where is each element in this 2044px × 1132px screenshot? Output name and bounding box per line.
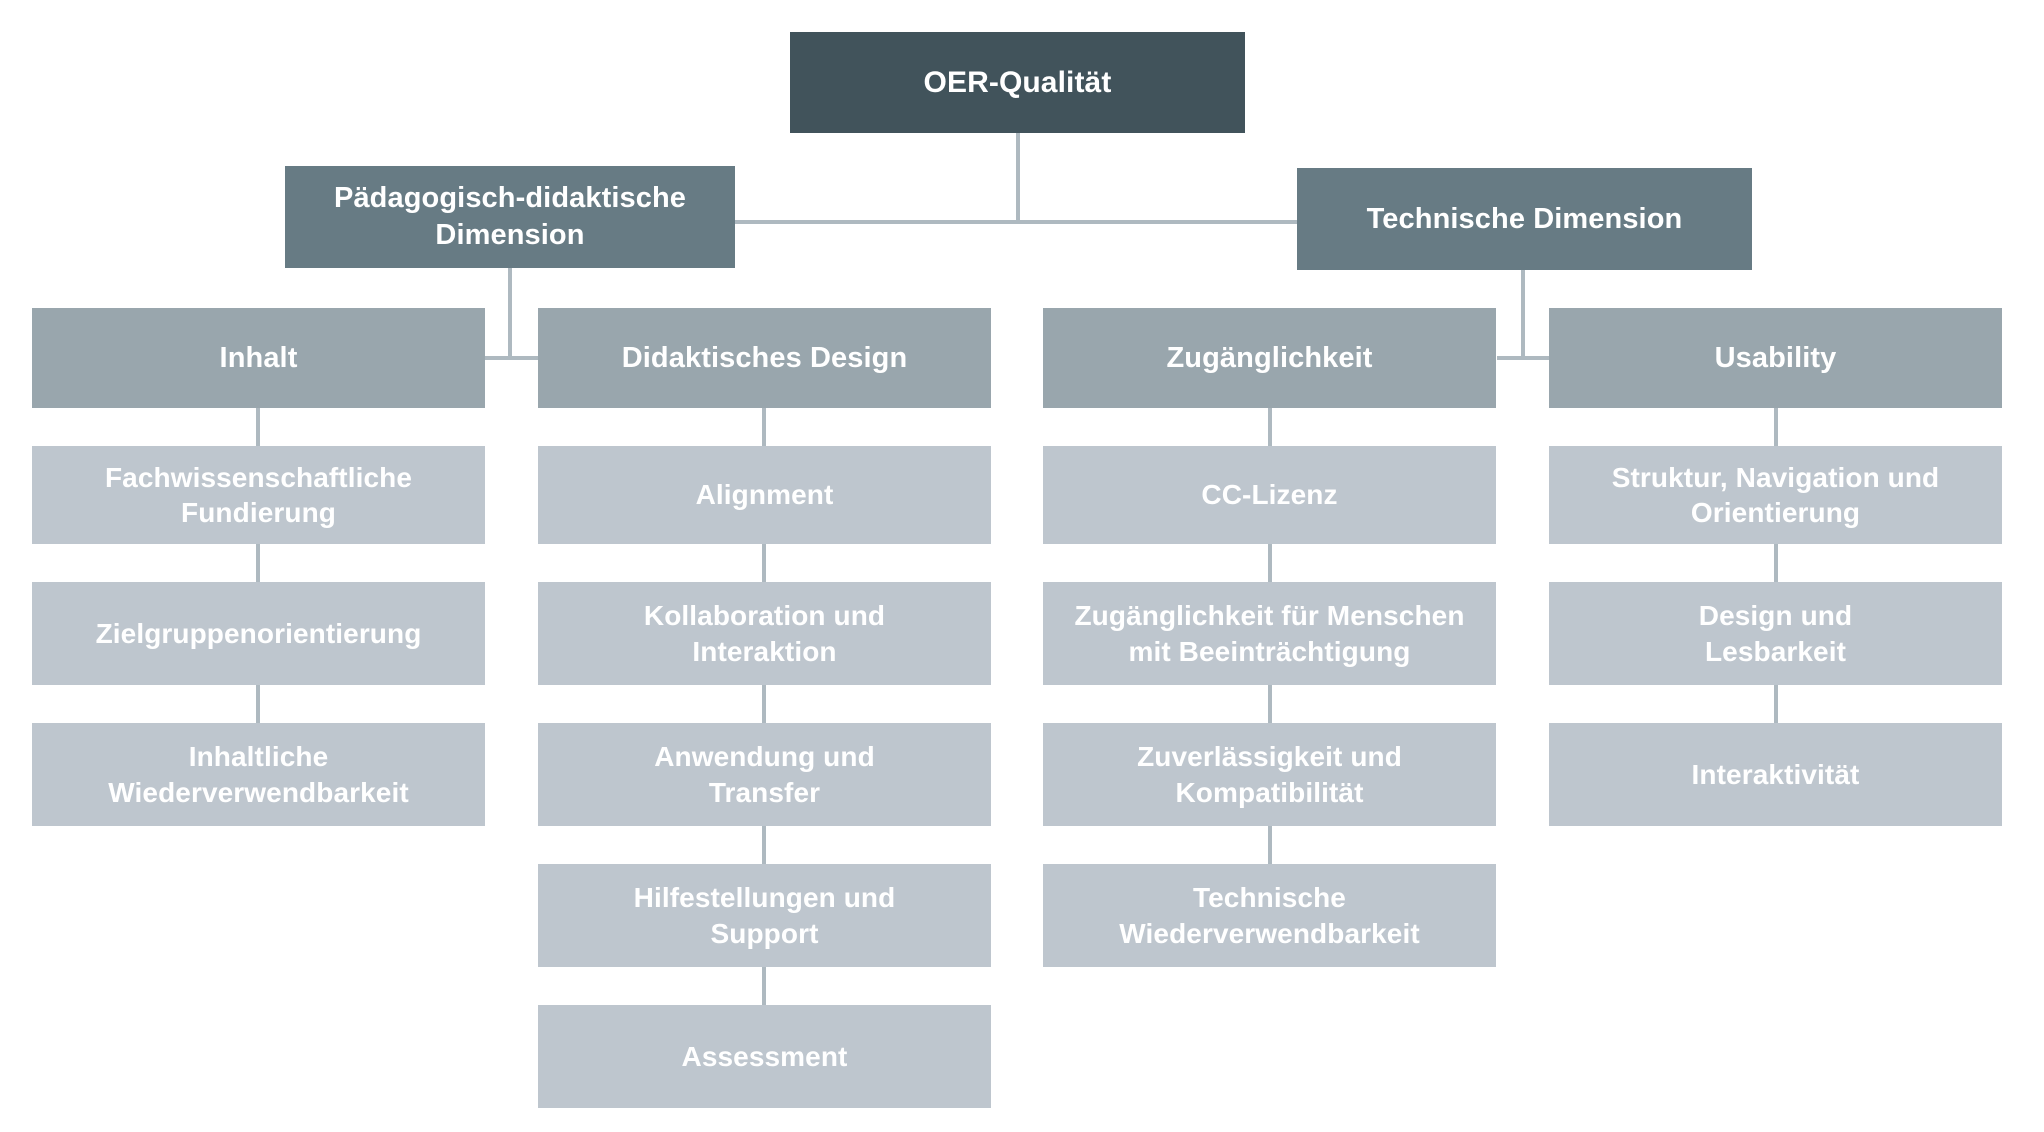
connector-didaktisches-3 (762, 685, 766, 723)
connector-didaktisches-4 (762, 826, 766, 864)
node-criterion-alignment[interactable]: Alignment (538, 446, 991, 544)
connector-root-stem (1016, 133, 1020, 222)
connector-zugaenglichkeit-1 (1268, 408, 1272, 446)
node-criterion-design-und-lesbarkeit[interactable]: Design und Lesbarkeit (1549, 582, 2002, 685)
node-criterion-kollaboration-und-interaktion[interactable]: Kollaboration und Interaktion (538, 582, 991, 685)
connector-usability-3 (1774, 685, 1778, 723)
node-root-oer-qualitaet[interactable]: OER-Qualität (790, 32, 1245, 133)
connector-zugaenglichkeit-3 (1268, 685, 1272, 723)
connector-inhalt-2 (256, 544, 260, 582)
node-criterion-inhaltliche-wiederverwendbarkeit[interactable]: Inhaltliche Wiederverwendbarkeit (32, 723, 485, 826)
node-criterion-cc-lizenz[interactable]: CC-Lizenz (1043, 446, 1496, 544)
node-criterion-zuverlaessigkeit-und-kompatibilitaet[interactable]: Zuverlässigkeit und Kompatibilität (1043, 723, 1496, 826)
connector-pedagogical-stem (508, 268, 512, 360)
node-criterion-technische-wiederverwendbarkeit[interactable]: Technische Wiederverwendbarkeit (1043, 864, 1496, 967)
node-criterion-hilfestellungen-und-support[interactable]: Hilfestellungen und Support (538, 864, 991, 967)
node-criterion-anwendung-und-transfer[interactable]: Anwendung und Transfer (538, 723, 991, 826)
node-dimension-technisch[interactable]: Technische Dimension (1297, 168, 1752, 270)
node-category-didaktisches-design[interactable]: Didaktisches Design (538, 308, 991, 408)
node-criterion-interaktivitaet[interactable]: Interaktivität (1549, 723, 2002, 826)
connector-technical-stem (1521, 270, 1525, 360)
node-category-inhalt[interactable]: Inhalt (32, 308, 485, 408)
connector-didaktisches-1 (762, 408, 766, 446)
connector-usability-2 (1774, 544, 1778, 582)
connector-zugaenglichkeit-4 (1268, 826, 1272, 864)
node-criterion-assessment[interactable]: Assessment (538, 1005, 991, 1108)
node-criterion-fachwissenschaftliche-fundierung[interactable]: Fachwissenschaftliche Fundierung (32, 446, 485, 544)
node-criterion-zielgruppenorientierung[interactable]: Zielgruppenorientierung (32, 582, 485, 685)
connector-zugaenglichkeit-2 (1268, 544, 1272, 582)
connector-root-bar (735, 220, 1298, 224)
connector-didaktisches-5 (762, 967, 766, 1005)
connector-didaktisches-2 (762, 544, 766, 582)
node-category-usability[interactable]: Usability (1549, 308, 2002, 408)
node-criterion-zugaenglichkeit-beeintraechtigung[interactable]: Zugänglichkeit für Menschen mit Beeinträ… (1043, 582, 1496, 685)
connector-inhalt-3 (256, 685, 260, 723)
node-category-zugaenglichkeit[interactable]: Zugänglichkeit (1043, 308, 1496, 408)
connector-usability-1 (1774, 408, 1778, 446)
node-dimension-paedagogisch-didaktisch[interactable]: Pädagogisch-didaktische Dimension (285, 166, 735, 268)
node-criterion-struktur-navigation-orientierung[interactable]: Struktur, Navigation und Orientierung (1549, 446, 2002, 544)
connector-technical-bar (1497, 356, 1553, 360)
connector-inhalt-1 (256, 408, 260, 446)
connector-pedagogical-bar (485, 356, 541, 360)
